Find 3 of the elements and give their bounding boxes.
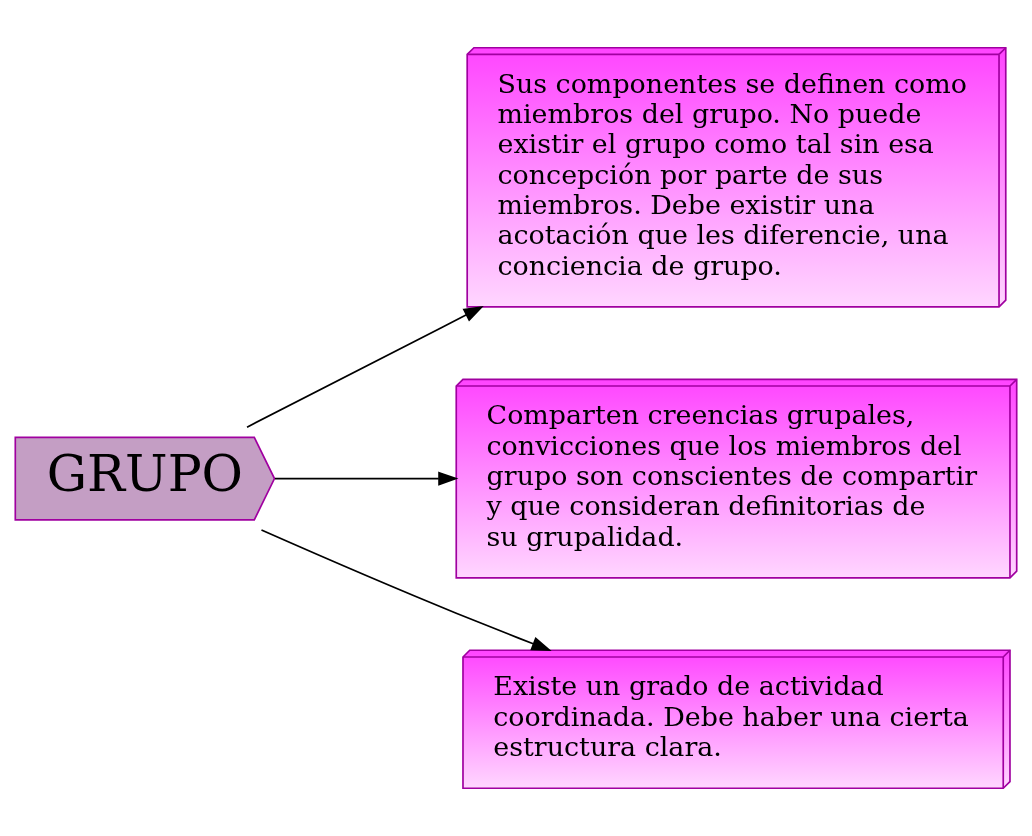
arrow [260,529,552,651]
arrow [246,305,484,428]
arrow [274,471,459,486]
